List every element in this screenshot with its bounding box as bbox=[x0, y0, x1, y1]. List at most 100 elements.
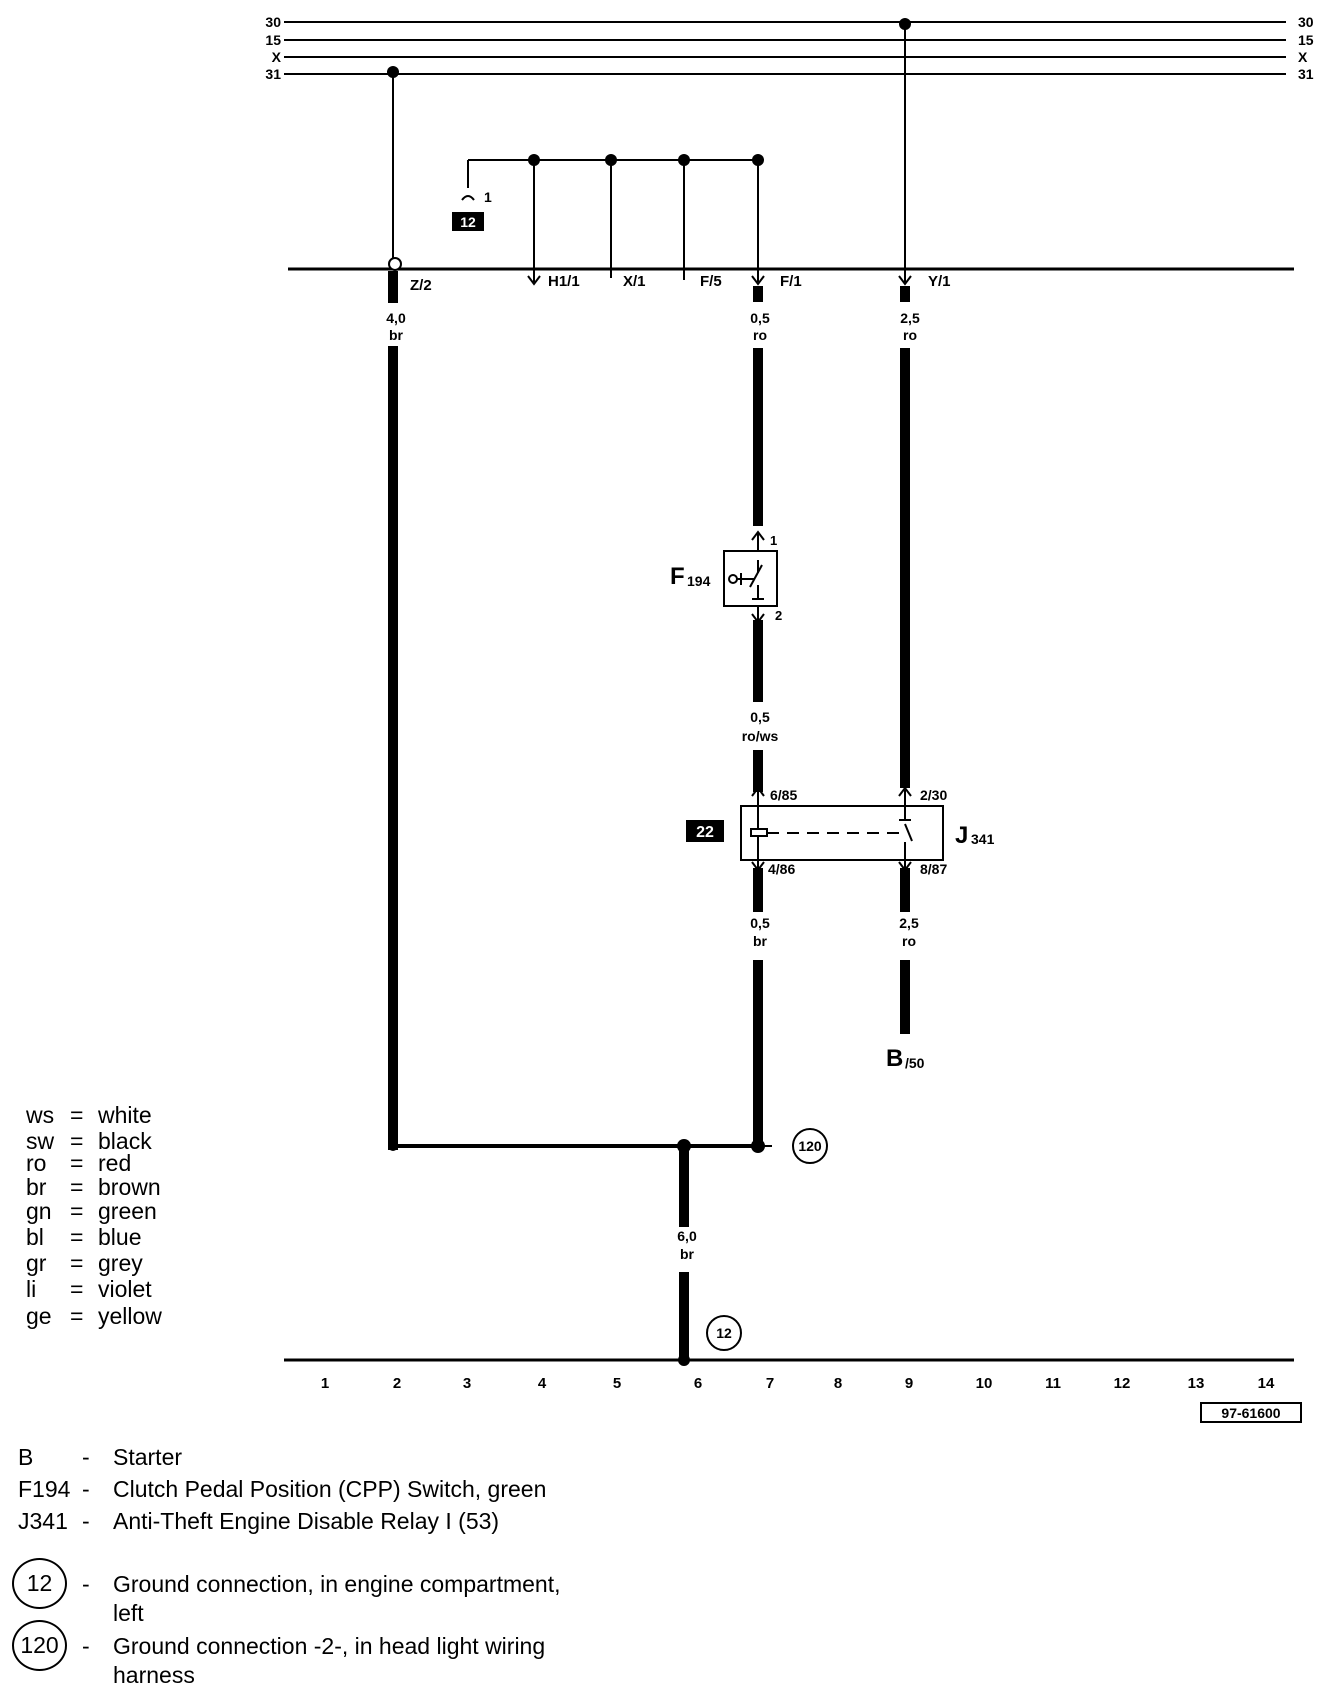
component-desc: Clutch Pedal Position (CPP) Switch, gree… bbox=[113, 1476, 547, 1502]
conn12-pin-symbol bbox=[461, 195, 475, 201]
key-dash: - bbox=[82, 1633, 90, 1659]
column-number: 12 bbox=[1114, 1375, 1131, 1392]
bus-label-30-left: 30 bbox=[265, 14, 281, 30]
wire-z2-top bbox=[388, 271, 398, 303]
wire-f194-out bbox=[753, 620, 763, 702]
ground-120-label: 120 bbox=[798, 1138, 822, 1154]
legend-name: green bbox=[98, 1198, 157, 1224]
legend-code: ge bbox=[26, 1303, 52, 1329]
legend-item: ro=red bbox=[26, 1150, 132, 1176]
ground-12-label: 12 bbox=[716, 1325, 732, 1341]
wire-ground-top bbox=[679, 1147, 689, 1227]
wire-f194-out-color: ro/ws bbox=[742, 728, 779, 744]
legend-item: gr=grey bbox=[26, 1250, 143, 1276]
ground-desc-line1: Ground connection, in engine compartment… bbox=[113, 1571, 561, 1597]
terminal-f1: F/1 bbox=[780, 273, 802, 290]
junction-ground-12 bbox=[678, 1354, 690, 1366]
starter-letter: B bbox=[886, 1045, 903, 1072]
wire-j341-887-color: ro bbox=[902, 933, 916, 949]
j341-sub: 341 bbox=[971, 831, 995, 847]
legend-item: br=brown bbox=[26, 1174, 161, 1200]
column-number: 10 bbox=[976, 1375, 993, 1392]
junction-31 bbox=[387, 66, 399, 78]
legend-item: li=violet bbox=[26, 1276, 152, 1302]
legend-name: blue bbox=[98, 1224, 142, 1250]
legend-item: ge=yellow bbox=[26, 1303, 162, 1329]
j341-pin-685: 6/85 bbox=[770, 787, 797, 803]
bus-labels-left: 30 15 X 31 bbox=[265, 14, 281, 82]
legend-code: ws bbox=[26, 1102, 55, 1128]
terminal-y1: Y/1 bbox=[928, 273, 951, 290]
terminal-f5: F/5 bbox=[700, 273, 722, 290]
figure-id: 97-61600 bbox=[1221, 1405, 1280, 1421]
component-key-item: B - Starter bbox=[12, 1443, 612, 1473]
legend-code: ro bbox=[26, 1150, 47, 1176]
j341-relay bbox=[740, 786, 944, 872]
ground-key-item: 12 - Ground connection, in engine compar… bbox=[12, 1558, 652, 1626]
component-key-item: F194 - Clutch Pedal Position (CPP) Switc… bbox=[12, 1475, 612, 1505]
wire-ground-color: br bbox=[680, 1246, 695, 1262]
column-number: 7 bbox=[766, 1375, 774, 1392]
j341-letter: J bbox=[955, 822, 968, 849]
j341-pin-887: 8/87 bbox=[920, 861, 947, 877]
legend-name: red bbox=[98, 1150, 132, 1176]
bus-label-31-right: 31 bbox=[1298, 66, 1314, 82]
component-code: J341 bbox=[18, 1508, 68, 1534]
figure-id-box bbox=[1200, 1402, 1302, 1423]
wire-labels: 4,0 br 0,5 ro 2,5 ro 0,5 ro/ws 0,5 br 2,… bbox=[386, 310, 920, 1262]
bus-label-30-right: 30 bbox=[1298, 14, 1314, 30]
key-dash: - bbox=[82, 1444, 90, 1470]
terminal-labels: Z/2 H1/1 X/1 F/5 F/1 Y/1 bbox=[410, 273, 951, 294]
component-desc: Starter bbox=[113, 1444, 183, 1470]
f1-arrow bbox=[751, 275, 765, 286]
legend-name: white bbox=[98, 1102, 152, 1128]
starter-sub: /50 bbox=[905, 1055, 925, 1071]
component-code: B bbox=[18, 1444, 34, 1470]
component-key-item: J341 - Anti-Theft Engine Disable Relay I… bbox=[12, 1507, 612, 1537]
ground-desc-line1: Ground connection -2-, in head light wir… bbox=[113, 1633, 546, 1659]
internal-wiring bbox=[467, 159, 759, 282]
junction-30 bbox=[899, 18, 911, 30]
wire-y1-top bbox=[900, 286, 910, 302]
wire-f1-main bbox=[753, 348, 763, 526]
legend-name: brown bbox=[98, 1174, 161, 1200]
f194-switch bbox=[723, 530, 778, 624]
ground-desc-line2: harness bbox=[113, 1662, 195, 1688]
ground-key-symbol: 12 bbox=[12, 1558, 67, 1609]
legend-item: sw=black bbox=[26, 1128, 152, 1154]
wire-ground-size: 6,0 bbox=[677, 1228, 697, 1244]
internal-junctions bbox=[528, 154, 764, 166]
column-number: 13 bbox=[1188, 1375, 1205, 1392]
terminal-z2: Z/2 bbox=[410, 277, 432, 294]
column-number: 14 bbox=[1258, 1375, 1275, 1392]
bus-label-15-left: 15 bbox=[265, 32, 281, 48]
wire-z2-color: br bbox=[389, 327, 404, 343]
legend-item: bl=blue bbox=[26, 1224, 142, 1250]
legend-code: br bbox=[26, 1174, 47, 1200]
wire-f1-top bbox=[753, 286, 763, 302]
y1-arrow bbox=[898, 275, 912, 286]
ground-key-symbol: 120 bbox=[12, 1620, 67, 1671]
wire-z2-size: 4,0 bbox=[386, 310, 406, 326]
conn12-pin-label: 1 bbox=[484, 189, 492, 205]
column-number: 2 bbox=[393, 1375, 401, 1392]
wire-j341-887 bbox=[900, 868, 910, 912]
column-numbers: 1 2 3 4 5 6 7 8 9 10 11 12 13 14 bbox=[321, 1375, 1275, 1392]
j341-pin-230: 2/30 bbox=[920, 787, 947, 803]
column-number: 1 bbox=[321, 1375, 329, 1392]
wire-j341-887-size: 2,5 bbox=[899, 915, 919, 931]
wire-486-down bbox=[753, 960, 763, 1150]
bus-label-15-right: 15 bbox=[1298, 32, 1314, 48]
wire-887-down bbox=[900, 960, 910, 1034]
column-number: 4 bbox=[538, 1375, 547, 1392]
legend-code: gr bbox=[26, 1250, 47, 1276]
legend-name: black bbox=[98, 1128, 152, 1154]
legend-name: grey bbox=[98, 1250, 143, 1276]
key-dash: - bbox=[82, 1571, 90, 1597]
conn12-box-label: 12 bbox=[460, 214, 476, 230]
wire-y1-color: ro bbox=[903, 327, 917, 343]
column-number: 11 bbox=[1045, 1375, 1061, 1392]
wire-y1-main bbox=[900, 348, 910, 788]
wire-f194-out-size: 0,5 bbox=[750, 709, 770, 725]
thick-wires bbox=[388, 271, 910, 1360]
